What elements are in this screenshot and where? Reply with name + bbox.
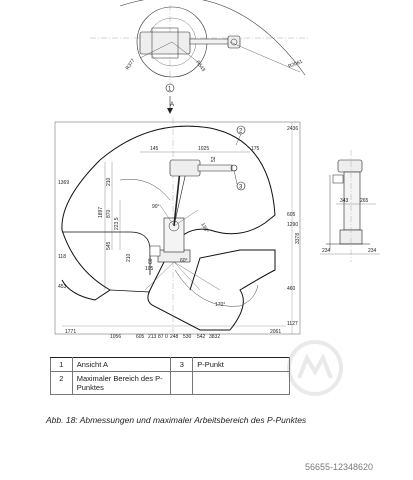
view-arrow-head xyxy=(167,108,173,114)
dim-label: 1369 xyxy=(58,180,69,186)
angle-label: 90° xyxy=(152,204,160,210)
view-marker-number: 1 xyxy=(168,87,172,93)
radius-label: R543 xyxy=(194,60,206,73)
robot-arm-top xyxy=(189,38,231,45)
legend-num: 2 xyxy=(50,371,73,395)
dim-label: 1025 xyxy=(198,146,209,152)
robot-upper-arm xyxy=(169,159,201,177)
legend-text: Ansicht A xyxy=(71,357,172,372)
legend-num: 1 xyxy=(50,357,73,372)
marker-label: 2 xyxy=(239,129,243,135)
dim-label: 234 xyxy=(368,248,377,254)
max-range-outline xyxy=(99,125,276,331)
dim-label: 210 xyxy=(126,253,132,262)
watermark-logo xyxy=(287,340,343,396)
marker-3 xyxy=(236,181,246,191)
robot-body-top xyxy=(139,31,191,55)
dim-label: 265 xyxy=(360,198,369,204)
dim-label: 2061 xyxy=(270,329,281,335)
dim-label: 213 xyxy=(148,334,157,340)
dim-label: 542 xyxy=(197,334,206,340)
dim-label: 175 xyxy=(251,146,260,152)
dim-label: 1056 xyxy=(110,334,121,340)
legend-text: Maximaler Bereich des P-Punktes xyxy=(71,371,172,395)
dim-label: 105 xyxy=(145,266,154,272)
robot-side xyxy=(149,159,238,263)
radius-label: R377 xyxy=(125,58,137,71)
top-view: R377 R543 R2061 xyxy=(90,0,310,85)
legend-num xyxy=(170,371,194,395)
radius-label: R2061 xyxy=(288,59,304,70)
dim-label: 1127 xyxy=(287,321,298,327)
angle-label: 170° xyxy=(215,302,225,308)
dim-label: 605 xyxy=(136,334,145,340)
dim-label: 145 xyxy=(150,146,159,152)
dim-label: 248 xyxy=(170,334,179,340)
dim-label: 460 xyxy=(287,286,296,292)
view-marker-1 xyxy=(165,83,175,93)
front-view: 343 265 234 234 xyxy=(320,150,380,262)
legend-num: 3 xyxy=(170,357,194,372)
dim-label: 210 xyxy=(106,177,112,186)
legend-table: 1 Ansicht A 3 P-Punkt 2 Maximaler Bereic… xyxy=(50,357,290,395)
figure-caption: Abb. 18: Abmessungen und maximaler Arbei… xyxy=(46,415,307,425)
dim-label: 1897 xyxy=(98,207,104,218)
side-view: 2 3 145 1025 52 175 210 1369 870 1897 22… xyxy=(54,118,301,340)
legend-row: 2 Maximaler Bereich des P-Punktes xyxy=(50,371,290,395)
angle-label: 60° xyxy=(180,258,188,264)
dim-label: 60 xyxy=(148,258,154,264)
dim-label: 52 xyxy=(211,156,217,162)
dim-label: 234 xyxy=(322,248,331,254)
dim-label: 3832 xyxy=(209,334,220,340)
dim-label: 87 xyxy=(158,334,164,340)
marker-label: 3 xyxy=(239,185,243,191)
dim-label: 530 xyxy=(183,334,192,340)
angle-label: 135° xyxy=(199,222,209,234)
dim-label: 453 xyxy=(58,284,67,290)
dim-label: 1290 xyxy=(287,222,298,228)
outer-radius-arc xyxy=(119,0,306,76)
view-arrow-label: A xyxy=(170,102,174,108)
dim-label: 118 xyxy=(58,254,66,260)
legend-text: P-Punkt xyxy=(192,357,290,372)
watermark-id: 56655-12348620 xyxy=(305,462,374,472)
dim-label: 2436 xyxy=(287,126,298,132)
dim-label: 223,5 xyxy=(114,217,120,230)
dim-label: 343 xyxy=(340,198,349,204)
dim-label: 870 xyxy=(106,209,112,218)
dim-label: 1771 xyxy=(65,329,76,335)
dim-label: 545 xyxy=(106,241,112,250)
dim-label: 605 xyxy=(287,212,296,218)
dim-label: 0 xyxy=(165,334,168,340)
robot-forearm xyxy=(197,164,233,172)
legend-text xyxy=(192,371,290,395)
dim-label: 3378 xyxy=(295,233,301,244)
legend-row: 1 Ansicht A 3 P-Punkt xyxy=(50,357,290,372)
